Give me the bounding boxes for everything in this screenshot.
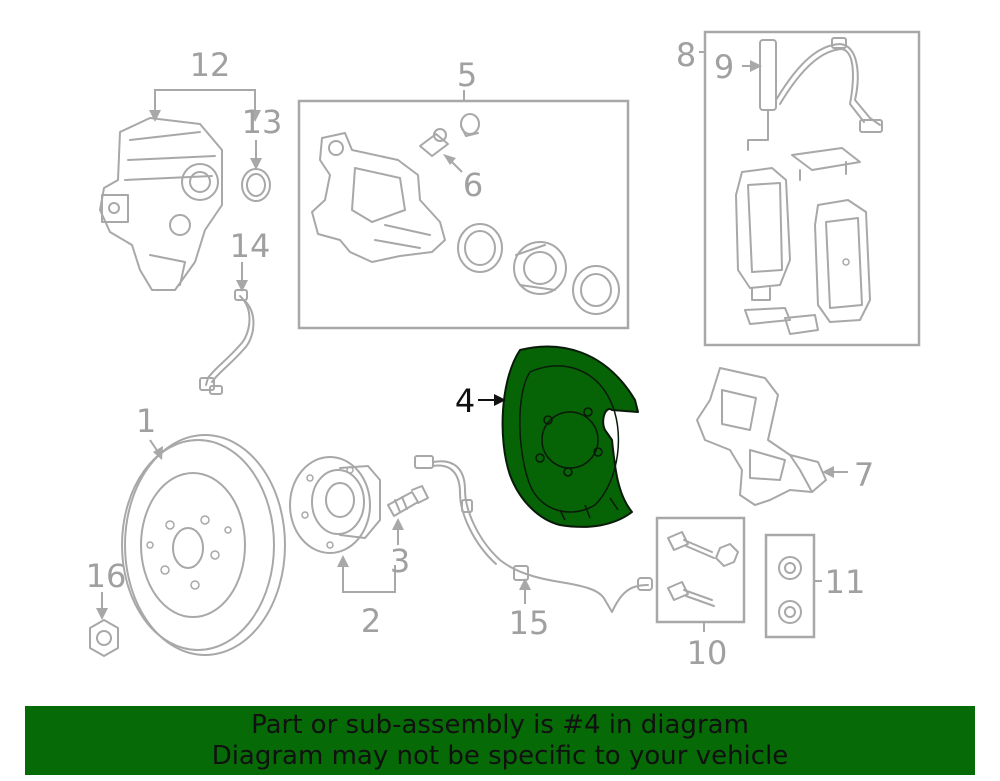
part-8-lower-clips[interactable] <box>744 307 819 335</box>
part-7-caliper-bracket[interactable] <box>696 367 827 506</box>
part-8-pad-kit-box[interactable] <box>703 30 921 347</box>
part-3-wheel-stud[interactable] <box>387 485 429 517</box>
part-5-piston[interactable] <box>513 241 567 295</box>
part-10-bolt-kit-box[interactable] <box>655 516 746 624</box>
callout-10[interactable]: 10 <box>687 634 728 672</box>
part-5-bleeder-cap[interactable] <box>460 113 480 137</box>
leader-1-arrow <box>153 446 163 460</box>
callout-3[interactable]: 3 <box>390 542 410 580</box>
part-4-dust-shield[interactable] <box>501 345 639 528</box>
part-10-bolts[interactable] <box>667 531 739 607</box>
callout-2[interactable]: 2 <box>361 602 381 640</box>
part-5-piston-seal[interactable] <box>457 223 503 273</box>
callout-4[interactable]: 4 <box>455 382 475 420</box>
part-2-wheel-hub[interactable] <box>289 456 381 554</box>
callout-1[interactable]: 1 <box>136 402 156 440</box>
leader-7-arrow <box>822 466 834 478</box>
leader-12-arrow-right <box>249 110 261 122</box>
leader-6 <box>451 161 463 173</box>
part-11-bushing-kit-box[interactable] <box>764 533 816 639</box>
banner-line-1: Part or sub-assembly is #4 in diagram <box>251 710 749 740</box>
part-8-outer-pad[interactable] <box>814 199 871 323</box>
leader-9-arrow <box>750 60 762 72</box>
part-11-bushings[interactable] <box>778 556 802 624</box>
part-8-inner-pad[interactable] <box>735 167 791 301</box>
callout-6[interactable]: 6 <box>463 166 483 204</box>
callout-15[interactable]: 15 <box>509 604 550 642</box>
leader-2-arrow <box>337 555 349 567</box>
leader-12-arrow-left <box>149 110 161 122</box>
callout-9[interactable]: 9 <box>714 48 734 86</box>
callout-11[interactable]: 11 <box>825 563 866 601</box>
callout-5[interactable]: 5 <box>457 56 477 94</box>
part-15-abs-sensor[interactable] <box>414 455 653 613</box>
part-9-wear-sensor[interactable] <box>747 37 883 151</box>
part-13-o-ring[interactable] <box>241 168 271 202</box>
callout-7[interactable]: 7 <box>854 456 874 494</box>
leader-15-arrow <box>519 578 531 590</box>
leader-12 <box>154 89 256 112</box>
part-12-caliper-housing[interactable] <box>99 117 223 291</box>
leader-4-arrow <box>494 394 506 406</box>
part-14-brake-hose[interactable] <box>199 289 255 395</box>
callout-16[interactable]: 16 <box>86 557 127 595</box>
part-1-brake-rotor[interactable] <box>121 434 286 656</box>
leader-2 <box>342 565 396 593</box>
leader-13-arrow <box>250 158 262 170</box>
banner-line-2: Diagram may not be specific to your vehi… <box>211 741 789 771</box>
leader-6-arrow <box>443 154 456 165</box>
leader-14-arrow <box>236 280 248 292</box>
part-6-bleeder-screw[interactable] <box>419 128 449 157</box>
part-8-pad-clips[interactable] <box>791 147 861 181</box>
part-5-caliper-kit-box[interactable] <box>297 99 630 330</box>
callout-13[interactable]: 13 <box>242 103 283 141</box>
leader-16-arrow <box>96 608 108 620</box>
callout-14[interactable]: 14 <box>230 227 271 265</box>
part-5-caliper[interactable] <box>311 132 446 263</box>
callout-12[interactable]: 12 <box>190 46 231 84</box>
leader-3-arrow <box>392 518 404 530</box>
part-5-dust-boot[interactable] <box>572 265 620 315</box>
info-banner: Part or sub-assembly is #4 in diagram Di… <box>25 706 975 775</box>
part-16-lug-nut[interactable] <box>89 619 119 657</box>
callout-8[interactable]: 8 <box>676 36 696 74</box>
